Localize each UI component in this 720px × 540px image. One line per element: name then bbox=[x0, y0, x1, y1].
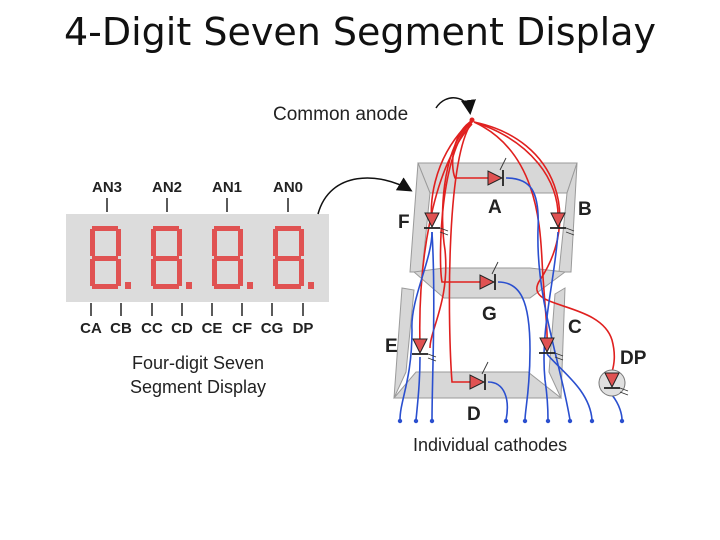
cathode-label-dp: DP bbox=[293, 320, 314, 337]
segment-label-f: F bbox=[398, 212, 410, 233]
display-caption-line1: Four-digit Seven bbox=[132, 353, 264, 373]
digit-glyph bbox=[90, 226, 314, 289]
cathode-label-cf: CF bbox=[232, 320, 252, 337]
common-anode-label: Common anode bbox=[273, 104, 408, 125]
common-anode-node bbox=[469, 117, 475, 123]
segment-label-dp: DP bbox=[620, 348, 647, 369]
anode-label-an3: AN3 bbox=[92, 179, 122, 196]
segment-label-g: G bbox=[482, 304, 497, 325]
segment-label-d: D bbox=[467, 404, 481, 425]
segment-label-c: C bbox=[568, 317, 582, 338]
four-digit-display-panel: AN3 AN2 AN1 AN0 bbox=[66, 179, 329, 397]
anode-label-an0: AN0 bbox=[273, 179, 303, 196]
segment-label-a: A bbox=[488, 197, 502, 218]
segment-shape-c bbox=[548, 287, 566, 399]
segment-label-e: E bbox=[385, 336, 398, 357]
anode-label-an1: AN1 bbox=[212, 179, 242, 196]
led-e bbox=[411, 338, 429, 355]
single-digit-schematic: A B F G C E DP D Common anode Individual… bbox=[273, 97, 647, 455]
anode-label-an2: AN2 bbox=[152, 179, 182, 196]
cathode-label-ce: CE bbox=[202, 320, 223, 337]
connector-arrow bbox=[317, 177, 413, 215]
slide-title: 4-Digit Seven Segment Display bbox=[63, 10, 657, 54]
segment-shape-e bbox=[393, 287, 415, 399]
cathode-label-cc: CC bbox=[141, 320, 163, 337]
cathode-label-cb: CB bbox=[110, 320, 132, 337]
common-anode-arrow bbox=[435, 97, 476, 115]
individual-cathodes-label: Individual cathodes bbox=[413, 435, 567, 455]
segment-label-b: B bbox=[578, 199, 592, 220]
cathode-label-cg: CG bbox=[261, 320, 284, 337]
cathode-label-ca: CA bbox=[80, 320, 102, 337]
cathode-label-cd: CD bbox=[171, 320, 193, 337]
display-caption-line2: Segment Display bbox=[130, 377, 266, 397]
